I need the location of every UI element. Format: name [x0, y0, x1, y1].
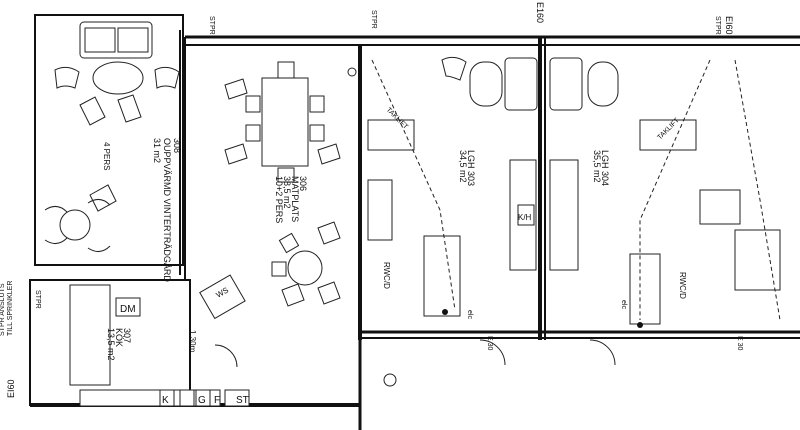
exterior-wall — [30, 30, 800, 430]
room-308-number: 308 — [172, 138, 182, 153]
room-303-name: LGH 303 — [466, 150, 476, 186]
room-307-area: 13,5 m2 — [106, 328, 116, 361]
stpr-marker-left: STPR — [34, 290, 41, 309]
dm-label: DM — [120, 304, 136, 315]
sprinkler-note-2: TILL SPRINKLER — [7, 281, 14, 336]
cabinet-k: K — [162, 395, 169, 406]
room-304-area: 35,5 m2 — [592, 150, 602, 183]
cabinet-st: ST — [236, 395, 249, 406]
rwcd-label-304: RWC/D — [678, 272, 687, 299]
elc-label-304: elc — [620, 300, 627, 309]
pers-label: 4 PERS — [102, 142, 111, 170]
room-306-capacity: 10+2 PERS — [274, 176, 284, 223]
room-306-number: 306 — [298, 176, 308, 191]
room-303-area: 34,5 m2 — [458, 150, 468, 183]
fire-rating-left: EI60 — [6, 379, 16, 398]
apartment-303: K/H LGH 303 34,5 m2 RWC/D TAKLIFT elc E … — [367, 56, 538, 366]
sprinkler-note-1: STPR ANSLUTS — [0, 283, 6, 336]
room-307-number: 307 — [122, 328, 132, 343]
room-307-name: KÖK — [114, 328, 124, 347]
room-308-name: OUPPVÄRMD VINTERTRÄDGÅRD — [162, 138, 172, 282]
fire-rating-top: E160 — [535, 2, 545, 23]
rwcd-label-303: RWC/D — [382, 262, 391, 289]
room-306-area: 38,5 m2 — [282, 176, 292, 209]
stpr-marker-top: STPR — [208, 16, 215, 35]
room-306-name: MATPLATS — [290, 176, 300, 222]
wall-markers: STPR STPR STPR E160 EI60 EI60 STPR STPR … — [0, 2, 734, 398]
fire-rating-right: EI60 — [724, 16, 734, 35]
elc-label-303: elc — [466, 310, 473, 319]
cabinet-g: G — [198, 395, 206, 406]
lift-dimension: 1,30m — [188, 330, 197, 353]
stpr-marker-mid: STPR — [370, 10, 377, 29]
e30-label-303: E 30 — [486, 336, 493, 351]
winter-garden-308: 4 PERS 308 OUPPVÄRMD VINTERTRÄDGÅRD 31 m… — [34, 14, 184, 282]
room-308-area: 31 m2 — [152, 138, 162, 163]
apartment-304: LGH 304 35,5 m2 RWC/D TAKLIFT elc E 30 — [549, 57, 781, 366]
cabinet-f: F — [214, 395, 220, 406]
room-304-name: LGH 304 — [600, 150, 610, 186]
kitchen-307: DM 307 KÖK 13,5 m2 ST F G K WS 1,30m — [29, 274, 250, 407]
dining-306: 306 MATPLATS 38,5 m2 10+2 PERS — [224, 61, 357, 307]
e30-label-304: E 30 — [736, 336, 743, 351]
stpr-marker-right: STPR — [714, 16, 721, 35]
kh-label-303: K/H — [518, 213, 532, 222]
